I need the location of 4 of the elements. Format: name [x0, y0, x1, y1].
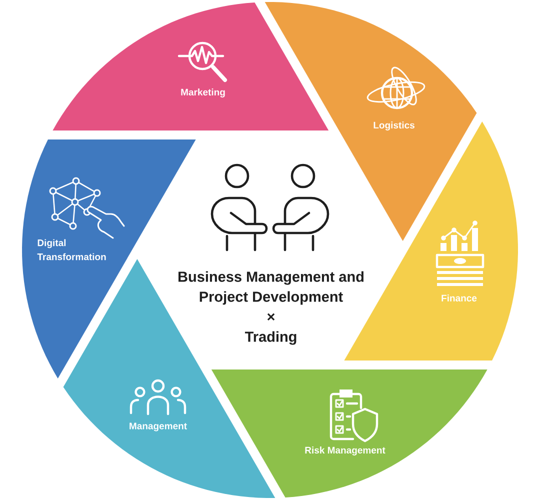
segment: Logistics — [264, 2, 477, 241]
segment: Risk Management — [211, 370, 488, 498]
center-text: Business Management and Project Development × Trading — [178, 271, 364, 345]
segment: Marketing — [52, 2, 329, 130]
